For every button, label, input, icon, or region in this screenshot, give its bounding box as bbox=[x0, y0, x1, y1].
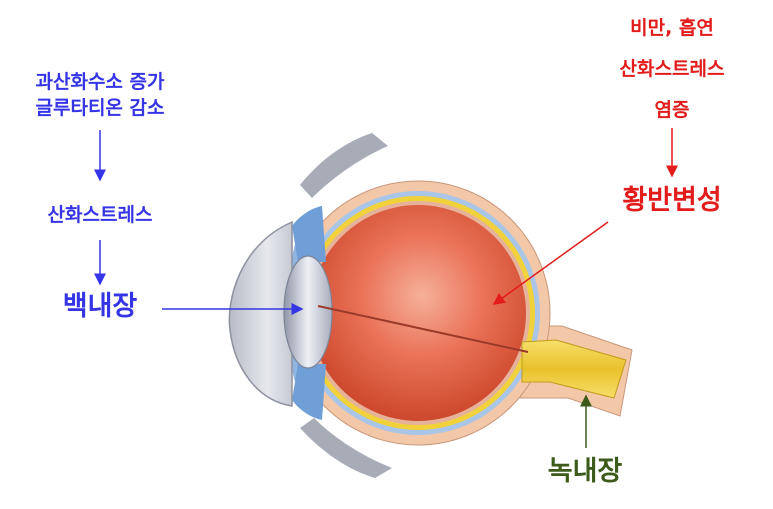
macular-degeneration-label: 황반변성 bbox=[622, 185, 722, 216]
cause-line1-label: 과산화수소 증가 bbox=[35, 71, 165, 93]
vitreous-body bbox=[310, 205, 526, 421]
cataract-label: 백내장 bbox=[62, 291, 138, 322]
arrow-amd-to-macula bbox=[492, 221, 609, 305]
visual-axis bbox=[317, 305, 529, 353]
lower-eyelid bbox=[300, 418, 392, 478]
upper-eyelid bbox=[300, 133, 388, 198]
iris-upper bbox=[292, 206, 326, 262]
oxidative-stress-label: 산화스트레스 bbox=[47, 204, 153, 226]
cornea bbox=[228, 220, 293, 407]
glaucoma-label: 녹내장 bbox=[547, 456, 623, 487]
lens bbox=[283, 255, 333, 369]
risk-line3-label: 염증 bbox=[654, 99, 690, 121]
risk-line1-label: 비만, 흡연 bbox=[630, 17, 714, 39]
risk-line2-label: 산화스트레스 bbox=[619, 58, 725, 80]
optic-nerve bbox=[521, 339, 627, 399]
iris-lower bbox=[292, 364, 326, 420]
cause-line2-label: 글루타티온 감소 bbox=[35, 97, 165, 119]
